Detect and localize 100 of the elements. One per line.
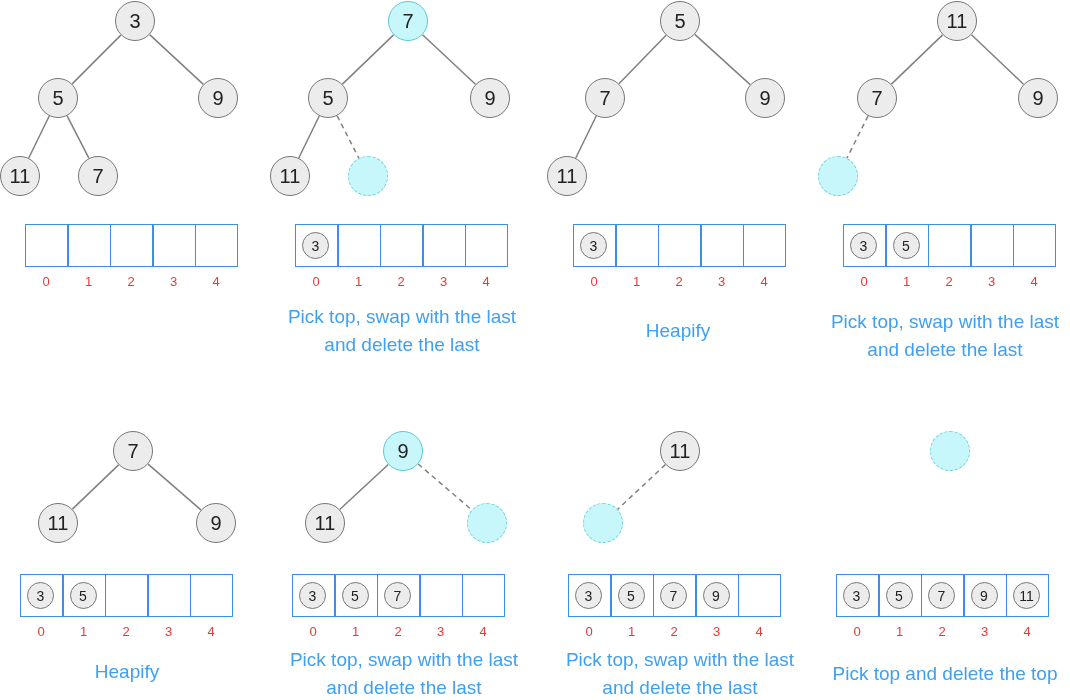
array-cell bbox=[738, 574, 781, 617]
array-index: 0 bbox=[309, 623, 317, 639]
array-cell bbox=[970, 224, 1014, 267]
heap-node: 9 bbox=[198, 78, 238, 118]
array-index: 1 bbox=[84, 273, 93, 289]
array-value-token: 3 bbox=[843, 582, 870, 609]
heap-node: 9 bbox=[196, 503, 236, 543]
tree-edge bbox=[618, 34, 667, 85]
array-value-token: 5 bbox=[69, 582, 97, 609]
array-cell bbox=[885, 224, 929, 267]
tree-edge bbox=[694, 33, 751, 86]
step-caption: Heapify bbox=[93, 660, 161, 684]
array-cell bbox=[152, 224, 196, 267]
tree-edge bbox=[147, 463, 202, 511]
heap-node: 9 bbox=[1018, 78, 1058, 118]
heap-node: 7 bbox=[857, 78, 897, 118]
empty-node-placeholder bbox=[818, 156, 858, 196]
array-index: 3 bbox=[436, 623, 445, 639]
array-index: 1 bbox=[632, 273, 641, 289]
step-caption: Pick top, swap with the last and delete the last bbox=[288, 648, 520, 700]
array-index: 3 bbox=[712, 623, 721, 639]
array-value-token: 3 bbox=[850, 232, 877, 259]
tree-edge bbox=[616, 463, 667, 511]
array-value-token: 11 bbox=[1013, 582, 1040, 609]
array-index: 3 bbox=[164, 623, 173, 639]
array-value-token: 9 bbox=[702, 582, 730, 609]
heap-node: 11 bbox=[660, 431, 700, 471]
array-index: 2 bbox=[394, 623, 402, 639]
heap-node: 9 bbox=[383, 431, 423, 471]
array-index: 4 bbox=[755, 623, 763, 639]
heap-node: 5 bbox=[308, 78, 348, 118]
array-index: 4 bbox=[207, 623, 215, 639]
tree-edge bbox=[417, 463, 473, 511]
array-cell bbox=[110, 224, 153, 267]
array-cell bbox=[334, 574, 378, 617]
array-cell bbox=[20, 574, 63, 617]
array-index: 2 bbox=[670, 623, 678, 639]
array-index: 1 bbox=[902, 273, 911, 289]
array-index: 3 bbox=[980, 623, 989, 639]
heap-node: 11 bbox=[305, 503, 345, 543]
array-cell bbox=[422, 224, 466, 267]
empty-node-placeholder bbox=[348, 156, 388, 196]
array-index: 1 bbox=[351, 623, 360, 639]
array-index: 4 bbox=[479, 623, 487, 639]
array-cell bbox=[921, 574, 964, 617]
array-index: 1 bbox=[79, 623, 88, 639]
array-cell bbox=[568, 574, 611, 617]
tree-edge bbox=[846, 115, 869, 159]
tree-edge bbox=[336, 115, 360, 159]
array-index: 0 bbox=[860, 273, 868, 289]
array-cell bbox=[1013, 224, 1056, 267]
step-caption: Pick top and delete the top bbox=[831, 662, 1059, 686]
tree-edge bbox=[338, 463, 390, 511]
heap-node: 11 bbox=[937, 1, 977, 41]
empty-node-placeholder bbox=[467, 503, 507, 543]
array-index: 0 bbox=[42, 273, 50, 289]
array-cell bbox=[610, 574, 654, 617]
array-cell bbox=[843, 224, 886, 267]
array-cell bbox=[105, 574, 148, 617]
array-index: 2 bbox=[397, 273, 405, 289]
array-cell bbox=[743, 224, 786, 267]
array-cell bbox=[695, 574, 739, 617]
tree-edge bbox=[66, 115, 90, 159]
array-index: 2 bbox=[675, 273, 683, 289]
array-value-token: 7 bbox=[384, 582, 411, 609]
heap-node: 11 bbox=[38, 503, 78, 543]
array-value-token: 5 bbox=[885, 582, 913, 609]
array-index: 3 bbox=[987, 273, 996, 289]
array-index: 0 bbox=[312, 273, 320, 289]
array-index: 2 bbox=[938, 623, 946, 639]
array-value-token: 3 bbox=[580, 232, 607, 259]
array-cell bbox=[377, 574, 420, 617]
array-value-token: 7 bbox=[660, 582, 687, 609]
heap-node: 7 bbox=[388, 1, 428, 41]
heap-node: 5 bbox=[38, 78, 78, 118]
array-index: 4 bbox=[212, 273, 220, 289]
array-index: 0 bbox=[37, 623, 45, 639]
array-cell bbox=[465, 224, 508, 267]
tree-edge bbox=[970, 34, 1025, 85]
array-value-token: 5 bbox=[892, 232, 920, 259]
empty-node-placeholder bbox=[583, 503, 623, 543]
array-cell bbox=[195, 224, 238, 267]
array-cell bbox=[878, 574, 922, 617]
array-index: 1 bbox=[354, 273, 363, 289]
heap-node: 3 bbox=[115, 1, 155, 41]
array-index: 0 bbox=[590, 273, 598, 289]
array-cell bbox=[573, 224, 616, 267]
array-cell bbox=[928, 224, 971, 267]
array-value-token: 7 bbox=[928, 582, 955, 609]
heap-node: 11 bbox=[270, 156, 310, 196]
array-cell bbox=[462, 574, 505, 617]
array-cell bbox=[658, 224, 701, 267]
array-value-token: 5 bbox=[617, 582, 645, 609]
array-index: 2 bbox=[945, 273, 953, 289]
array-index: 1 bbox=[895, 623, 904, 639]
heap-node: 11 bbox=[0, 156, 40, 196]
heap-node: 7 bbox=[113, 431, 153, 471]
tree-edge bbox=[71, 464, 120, 510]
array-value-token: 3 bbox=[27, 582, 54, 609]
array-cell bbox=[190, 574, 233, 617]
